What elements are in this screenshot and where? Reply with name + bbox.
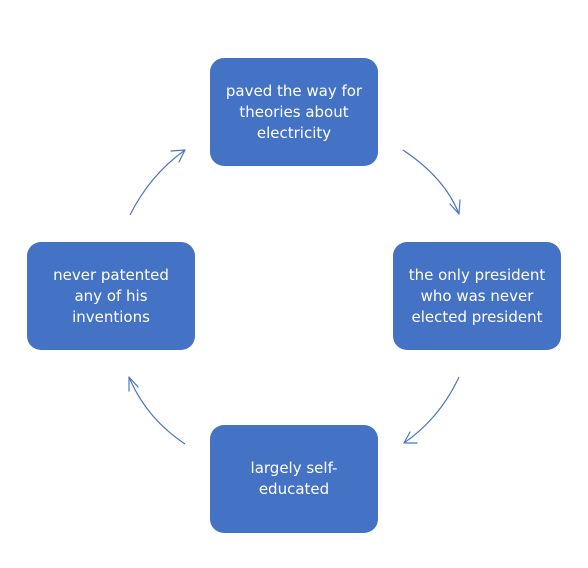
node-bottom: largely self-educated [210,425,378,533]
node-right-label: the only president who was never elected… [408,265,546,326]
node-top-label: paved the way for theories about electri… [225,81,363,142]
arrow-top-to-right [402,149,461,215]
node-left: never patented any of his inventions [27,242,195,350]
arrow-bottom-to-left [128,376,186,445]
arrow-left-to-top [129,149,186,216]
arrow-right-to-bottom [403,376,460,444]
node-right: the only president who was never elected… [393,242,561,350]
node-top: paved the way for theories about electri… [210,58,378,166]
node-bottom-label: largely self-educated [250,459,338,498]
node-left-label: never patented any of his inventions [53,265,169,326]
